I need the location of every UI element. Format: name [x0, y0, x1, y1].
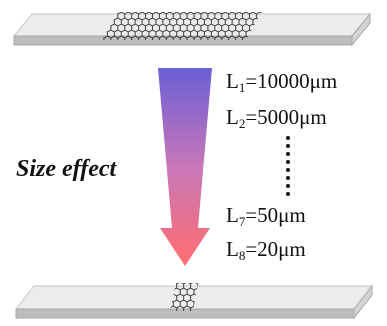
- length-label-2: L2=5000μm: [226, 105, 327, 131]
- length-label-7: L7=50μm: [226, 203, 306, 229]
- ellipsis-dots: [286, 136, 290, 196]
- small-graphene-sheet: [170, 283, 198, 311]
- length-label-8: L8=20μm: [226, 237, 306, 263]
- large-graphene-sheet: [102, 12, 262, 40]
- size-effect-label: Size effect: [16, 156, 118, 182]
- bottom-substrate: [14, 284, 374, 320]
- size-reduction-arrow: [158, 68, 212, 266]
- length-label-1: L1=10000μm: [226, 69, 337, 95]
